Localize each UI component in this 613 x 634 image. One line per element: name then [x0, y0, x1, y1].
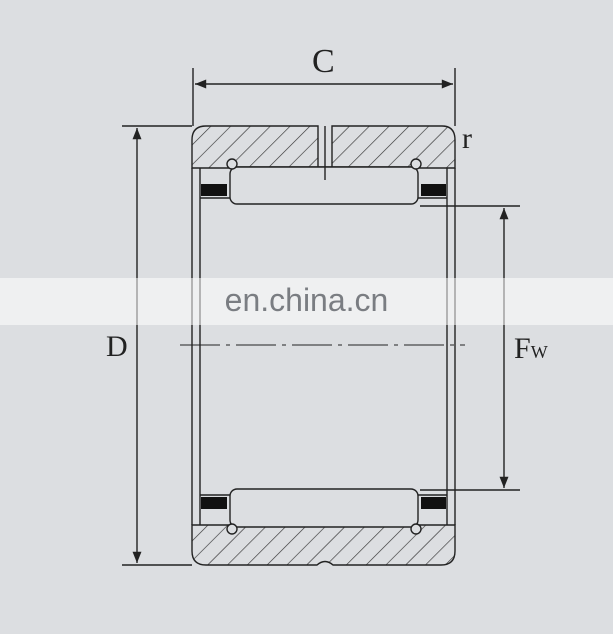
- roller-top: [229, 166, 419, 205]
- label-d: D: [106, 330, 128, 363]
- outer-ring-bottom: [191, 524, 456, 566]
- seal: [201, 497, 227, 509]
- label-c: C: [312, 43, 335, 80]
- seal: [421, 184, 446, 196]
- label-r: r: [462, 122, 472, 155]
- seal: [421, 497, 446, 509]
- watermark: en.china.cn: [224, 282, 389, 318]
- watermark-band: [0, 278, 613, 325]
- seal: [201, 184, 227, 196]
- roller-bottom: [229, 488, 419, 528]
- label-fw: FW: [514, 332, 548, 365]
